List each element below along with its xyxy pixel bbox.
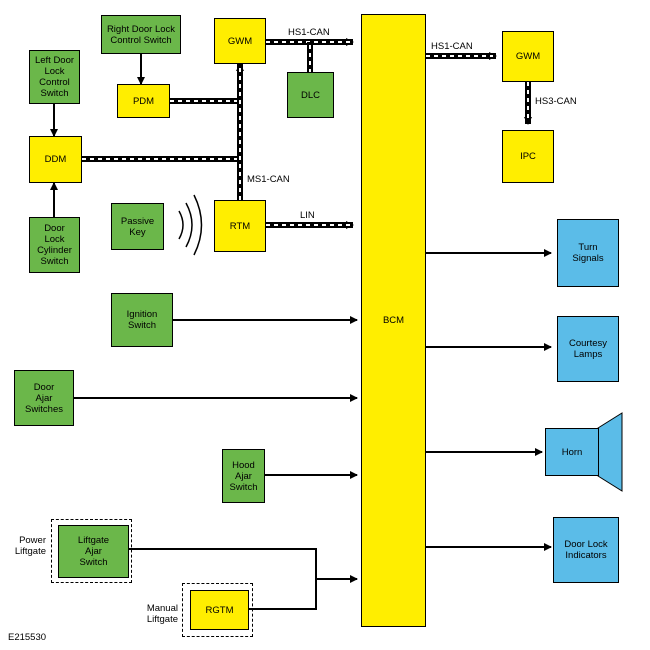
left-door-lock-switch-label: Left Door Lock Control Switch bbox=[34, 55, 75, 99]
lin-label: LIN bbox=[300, 210, 315, 221]
gwm-right-module: GWM bbox=[502, 31, 554, 82]
ignition-switch-label: Ignition Switch bbox=[126, 309, 158, 331]
courtesy-lamps-output: Courtesy Lamps bbox=[557, 316, 619, 382]
door-lock-indicators-label: Door Lock Indicators bbox=[564, 539, 608, 561]
pdm-module: PDM bbox=[117, 84, 170, 118]
power-liftgate-label: Power Liftgate bbox=[14, 535, 46, 557]
gwm-right-label: GWM bbox=[515, 51, 541, 62]
rtm-label: RTM bbox=[229, 220, 251, 232]
gwm-left-label: GWM bbox=[227, 35, 253, 47]
bcm-module: BCM bbox=[361, 14, 426, 627]
ddm-label: DDM bbox=[44, 154, 67, 165]
bcm-label: BCM bbox=[382, 315, 405, 326]
turn-signals-label: Turn Signals bbox=[572, 242, 604, 264]
horn-icon bbox=[597, 412, 623, 492]
passive-key-label: Passive Key bbox=[120, 215, 155, 238]
manual-liftgate-label: Manual Liftgate bbox=[146, 603, 178, 625]
passive-key: Passive Key bbox=[111, 203, 164, 250]
liftgate-ajar-switch-label: Liftgate Ajar Switch bbox=[77, 535, 110, 568]
door-ajar-switches: Door Ajar Switches bbox=[14, 370, 74, 426]
ipc-module: IPC bbox=[502, 130, 554, 183]
wire-lines bbox=[50, 54, 552, 610]
gwm-left-module: GWM bbox=[214, 18, 266, 64]
right-door-lock-switch-label: Right Door Lock Control Switch bbox=[106, 23, 176, 46]
right-door-lock-switch: Right Door Lock Control Switch bbox=[101, 15, 181, 54]
ignition-switch: Ignition Switch bbox=[111, 293, 173, 347]
horn-label: Horn bbox=[561, 446, 583, 458]
hs1-can-left-label: HS1-CAN bbox=[288, 27, 330, 38]
ms1-can-label: MS1-CAN bbox=[247, 174, 290, 185]
power-liftgate-group-outline bbox=[51, 519, 132, 583]
door-lock-cylinder-switch: Door Lock Cylinder Switch bbox=[29, 217, 80, 273]
courtesy-lamps-label: Courtesy Lamps bbox=[568, 338, 607, 360]
pdm-label: PDM bbox=[132, 95, 155, 107]
liftgate-ajar-switch: Liftgate Ajar Switch bbox=[58, 525, 129, 578]
network-bus-lines bbox=[82, 38, 532, 229]
hood-ajar-switch-label: Hood Ajar Switch bbox=[229, 459, 258, 493]
manual-liftgate-group-outline bbox=[182, 583, 253, 637]
hs1-can-right-label: HS1-CAN bbox=[431, 41, 473, 52]
turn-signals-output: Turn Signals bbox=[557, 219, 619, 287]
rgtm-label: RGTM bbox=[205, 604, 234, 616]
hs3-can-label: HS3-CAN bbox=[535, 96, 577, 107]
hood-ajar-switch: Hood Ajar Switch bbox=[222, 449, 265, 503]
horn-output: Horn bbox=[545, 428, 599, 476]
door-lock-cylinder-switch-label: Door Lock Cylinder Switch bbox=[37, 223, 72, 267]
rgtm-module: RGTM bbox=[190, 590, 249, 630]
dlc-connector: DLC bbox=[287, 72, 334, 118]
ddm-module: DDM bbox=[29, 136, 82, 183]
door-ajar-switches-label: Door Ajar Switches bbox=[24, 381, 63, 415]
ipc-label: IPC bbox=[520, 151, 536, 162]
rtm-module: RTM bbox=[214, 200, 266, 252]
figure-id: E215530 bbox=[8, 632, 47, 643]
door-lock-indicators-output: Door Lock Indicators bbox=[553, 517, 619, 583]
dlc-label: DLC bbox=[300, 89, 320, 101]
left-door-lock-switch: Left Door Lock Control Switch bbox=[29, 50, 80, 104]
radio-wave-icon bbox=[178, 194, 203, 256]
